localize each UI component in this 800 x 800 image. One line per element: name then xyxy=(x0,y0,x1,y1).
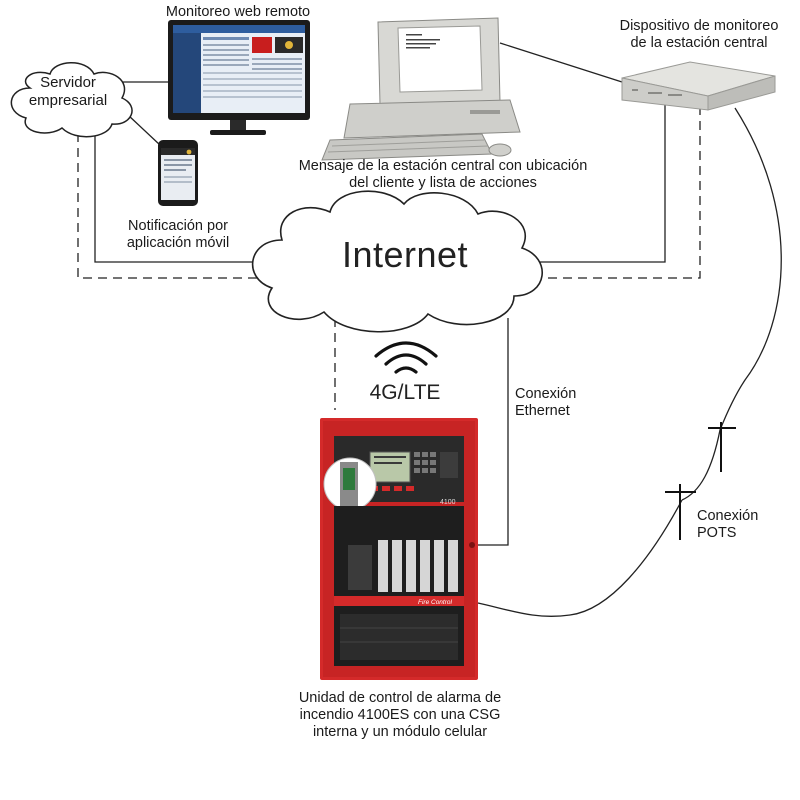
panel-caption-label: Unidad de control de alarma de incendio … xyxy=(298,690,502,741)
telephone-pole-icon xyxy=(665,484,696,540)
telephone-pole-icon xyxy=(708,422,736,472)
web-monitoring-label: Monitoreo web remoto xyxy=(165,4,311,20)
monitor-icon xyxy=(168,20,310,135)
panel-model-label: 4100 xyxy=(440,499,456,506)
panel-nameplate-label: Fire Control xyxy=(418,599,453,606)
desktop-computer-icon xyxy=(321,17,521,161)
fire-alarm-panel-icon: 4100 Fire Control xyxy=(320,418,478,680)
cloud-icon xyxy=(251,190,544,333)
mobile-notification-label: Notificación por aplicación móvil xyxy=(126,218,230,252)
server-cloud-icon xyxy=(10,62,133,138)
solid-connection-lines xyxy=(94,42,782,617)
central-station-device-label: Dispositivo de monitoreo de la estación … xyxy=(619,18,779,52)
enterprise-server-label: Servidor empresarial xyxy=(28,74,108,109)
smartphone-icon xyxy=(158,140,198,206)
internet-label: Internet xyxy=(341,234,469,275)
pots-label: Conexión POTS xyxy=(697,508,759,542)
wireless-signal-icon xyxy=(374,341,438,374)
cellular-label: 4G/LTE xyxy=(369,381,441,404)
ethernet-label: Conexión Ethernet xyxy=(515,386,577,420)
monitoring-device-icon xyxy=(621,61,776,111)
central-station-message-label: Mensaje de la estación central con ubica… xyxy=(298,158,588,192)
